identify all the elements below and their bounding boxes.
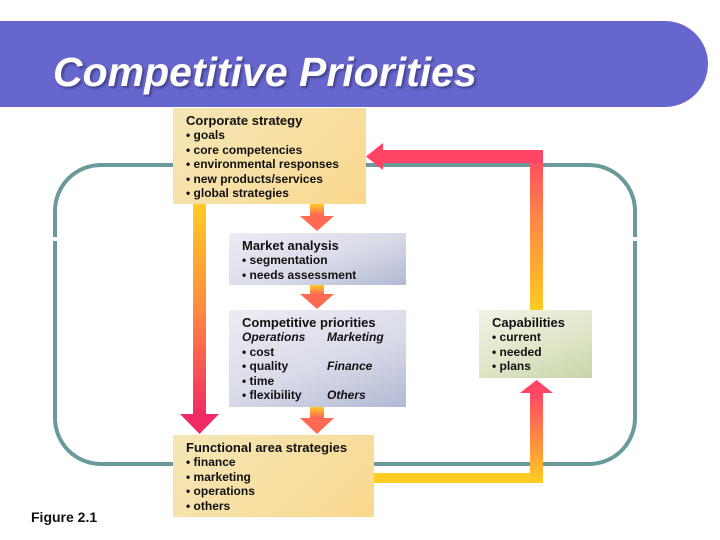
competitive-priorities-heading: Competitive priorities [242,315,376,330]
functional-item-finance: • finance [186,455,236,469]
item-quality: • quality [242,359,289,373]
arrow-corporate-to-functional [180,204,219,434]
market-analysis-heading: Market analysis [242,238,339,253]
functional-area-strategies-box: Functional area strategies • finance • m… [173,435,374,517]
corporate-strategy-heading: Corporate strategy [186,113,303,128]
slide-title: Competitive Priorities [53,49,477,95]
corporate-item-new-products: • new products/services [186,171,323,186]
arrow-market-to-competitive [300,285,334,309]
arrow-functional-to-capabilities [374,380,553,483]
capabilities-heading: Capabilities [492,315,565,330]
title-bar: Competitive Priorities [0,21,708,107]
arrow-competitive-to-functional [300,407,334,434]
corporate-item-global-strategies: • global strategies [186,186,289,200]
others-label: Others [327,388,366,402]
corporate-item-environmental-responses: • environmental responses [186,157,339,171]
capabilities-item-plans: • plans [492,359,531,373]
loop-gap-right [632,237,642,241]
competitive-row-quality: • quality Finance [242,359,406,374]
figure-label: Figure 2.1 [31,509,98,525]
competitive-row-flexibility: • flexibility Others [242,388,406,403]
functional-area-heading: Functional area strategies [186,440,348,455]
marketing-label: Marketing [327,330,384,344]
market-item-needs-assessment: • needs assessment [242,267,357,282]
item-flexibility: • flexibility [242,388,302,402]
market-item-segmentation: • segmentation [242,253,328,267]
arrow-corporate-to-market [300,204,334,231]
functional-item-others: • others [186,498,231,513]
capabilities-item-needed: • needed [492,344,542,359]
corporate-item-core-competencies: • core competencies [186,142,303,157]
capabilities-box: Capabilities • current • needed • plans [479,310,592,378]
arrow-capabilities-to-corporate [366,143,543,310]
competitive-row-time: • time [242,374,406,389]
loop-gap-left [50,237,60,241]
functional-item-operations: • operations [186,484,255,498]
corporate-item-goals: • goals [186,128,225,142]
finance-label: Finance [327,359,373,373]
functional-item-marketing: • marketing [186,469,251,484]
competitive-row-headers: Operations Marketing [242,330,406,345]
market-analysis-box: Market analysis • segmentation • needs a… [229,233,406,285]
item-time: • time [242,373,275,388]
corporate-strategy-box: Corporate strategy • goals • core compet… [173,108,366,204]
item-cost: • cost [242,344,275,359]
operations-label: Operations [242,330,306,344]
competitive-priorities-box: Competitive priorities Operations Market… [229,310,406,407]
competitive-row-cost: • cost [242,345,406,360]
capabilities-item-current: • current [492,330,541,344]
